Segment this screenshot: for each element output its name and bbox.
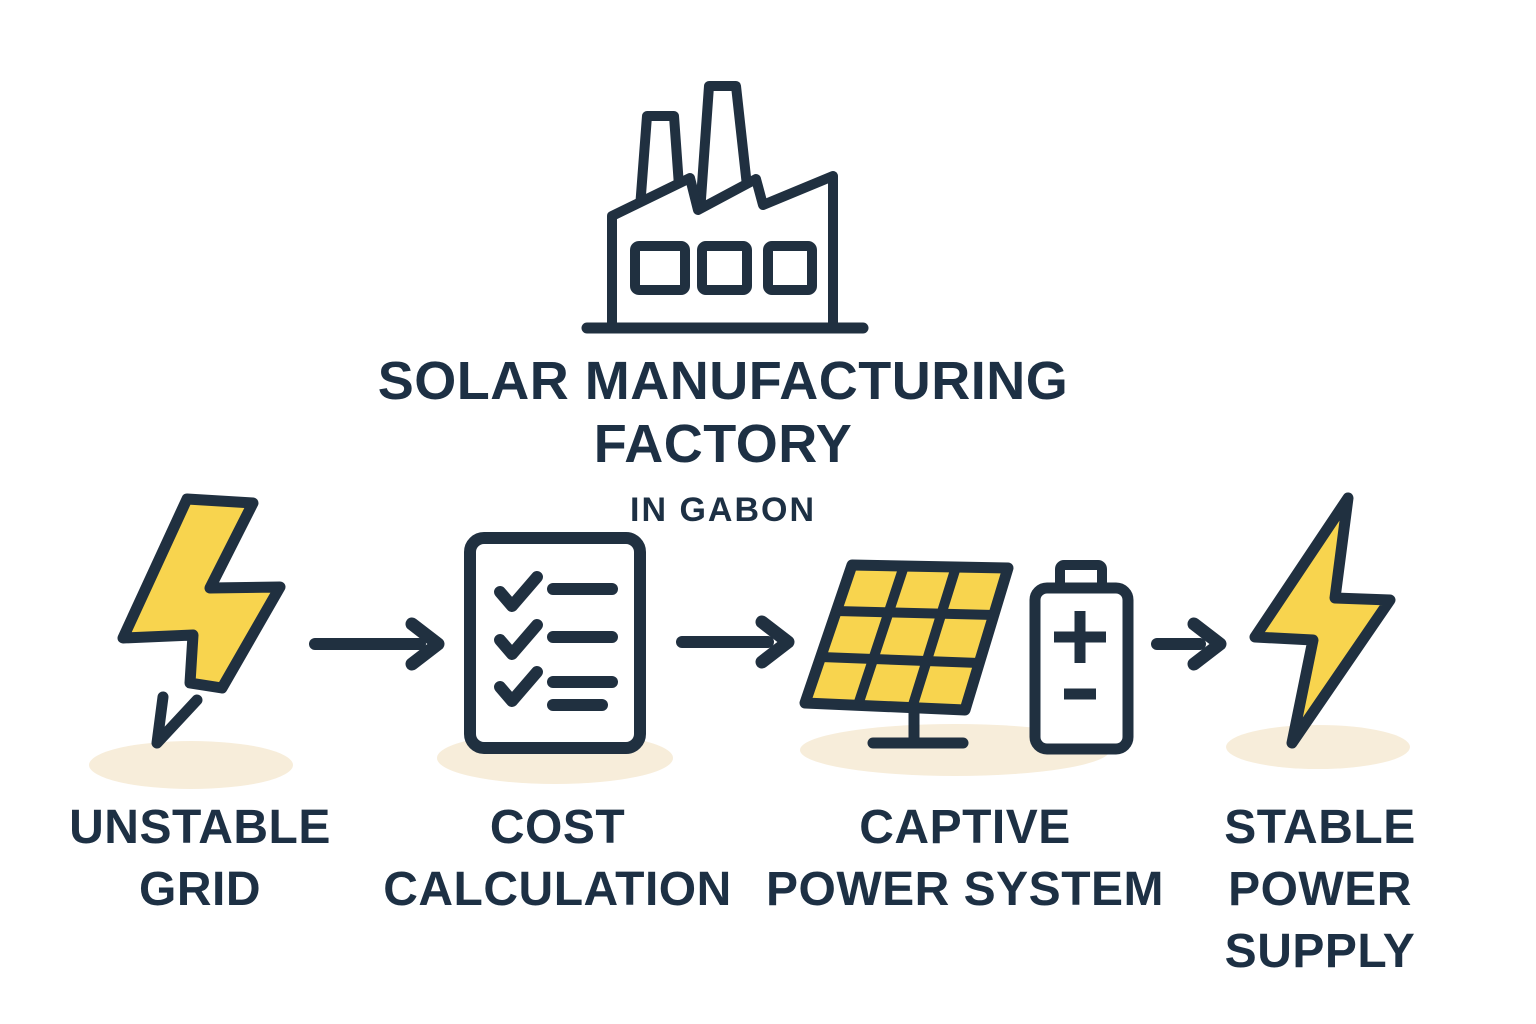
broken-bolt-tip xyxy=(151,691,203,749)
label-line: CAPTIVE xyxy=(859,801,1071,854)
label-line: STABLE xyxy=(1224,801,1416,854)
checkmark xyxy=(494,619,543,660)
checkmark xyxy=(494,571,543,612)
panel-grid-line xyxy=(820,652,980,668)
arrow-head xyxy=(405,617,445,671)
arrow-right-icon xyxy=(309,617,445,671)
bolt-body xyxy=(1249,492,1396,749)
solar-panel-battery-icon xyxy=(799,559,1134,776)
label-line: SUPPLY xyxy=(1224,925,1416,978)
label-line: POWER xyxy=(1228,863,1412,916)
label-line: GRID xyxy=(139,863,261,916)
broken-bolt-body xyxy=(117,493,286,694)
label-line: UNSTABLE xyxy=(69,801,331,854)
factory-window xyxy=(697,241,752,295)
arrow-head xyxy=(1187,617,1227,671)
panel-grid-line xyxy=(907,565,961,710)
panel-grid-line xyxy=(835,606,995,620)
arrow-head xyxy=(755,615,795,669)
factory-chimney-tall xyxy=(695,81,752,214)
step-label-captive-power-system: CAPTIVE POWER SYSTEM xyxy=(760,797,1170,921)
label-line: CALCULATION xyxy=(383,863,732,916)
lightning-bolt-icon xyxy=(1226,492,1410,769)
battery-body xyxy=(1029,582,1134,755)
broken-lightning-bolt-icon xyxy=(89,493,293,789)
factory-icon xyxy=(581,81,869,334)
title-line-1: SOLAR MANUFACTURING xyxy=(377,351,1069,411)
checkmark xyxy=(494,666,543,707)
title-line-2: FACTORY xyxy=(593,414,853,474)
arrow-right-icon xyxy=(1151,617,1227,671)
solar-panel xyxy=(799,559,1014,716)
step-label-cost-calculation: COST CALCULATION xyxy=(370,797,745,921)
checklist-icon xyxy=(437,532,673,784)
ground-shadow xyxy=(1226,725,1410,769)
page-title: SOLAR MANUFACTURING FACTORY xyxy=(368,350,1078,476)
page-subtitle: IN GABON xyxy=(630,491,816,529)
label-line: POWER SYSTEM xyxy=(765,863,1165,916)
ground-shadow xyxy=(89,741,293,789)
factory-window xyxy=(630,241,690,295)
panel-grid-line xyxy=(853,564,909,707)
factory-window xyxy=(763,241,817,295)
step-label-stable-power-supply: STABLE POWER SUPPLY xyxy=(1185,797,1455,983)
factory-building xyxy=(607,171,838,333)
label-line: COST xyxy=(489,801,626,854)
arrow-right-icon xyxy=(676,615,795,669)
step-label-unstable-grid: UNSTABLE GRID xyxy=(30,797,370,921)
